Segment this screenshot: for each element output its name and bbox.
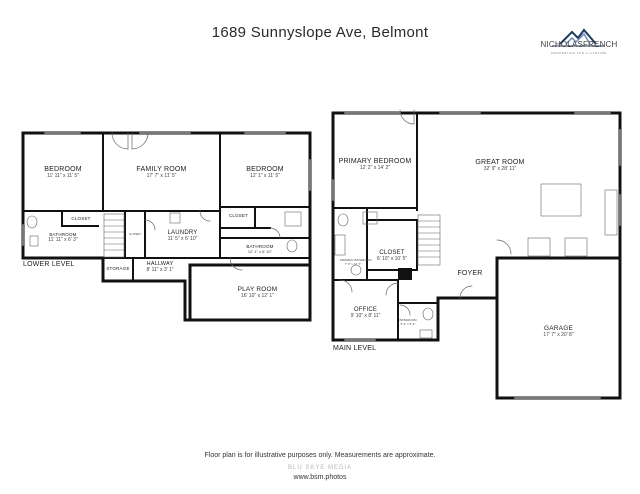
room-dims: 6' 10" x 10' 5" [376, 256, 408, 262]
website-url: www.bsm.photos [293, 474, 347, 481]
room-primary-bathroom: PRIMARY BATHROOM 7' 3" x 12' 7" [340, 258, 372, 266]
room-bedroom-right: BEDROOM 12' 1" x 11' 5" [220, 166, 310, 179]
room-name: GARAGE [543, 325, 573, 332]
lower-level-fixtures [26, 211, 302, 253]
closet-small-label: CLOSET [128, 232, 141, 236]
room-dims: 7' 3" x 12' 7" [344, 262, 362, 266]
logo-mountains-icon [552, 28, 604, 47]
room-dims: 11' 5" x 6' 10" [167, 236, 198, 242]
room-bathroom-main: BATHROOM 5' 3" x 5' 2" [399, 318, 417, 326]
lower-level-label: LOWER LEVEL [23, 261, 75, 268]
room-name: FAMILY ROOM [136, 166, 187, 173]
room-name: OFFICE [353, 307, 378, 313]
room-bathroom-right: BATHROOM 12' 1" x 6' 10" [230, 244, 290, 254]
main-level-stairs [417, 214, 441, 266]
closet-right-label: CLOSET [228, 213, 249, 218]
main-level-fixtures [334, 183, 618, 339]
foyer-label: FOYER [457, 270, 483, 277]
lower-level-doors [111, 132, 281, 271]
main-level-windows [332, 112, 621, 399]
room-dims: 12' 1" x 6' 10" [247, 249, 273, 254]
room-name: PLAY ROOM [237, 286, 278, 293]
room-dims: 32' 9" x 28' 11" [483, 166, 517, 172]
room-garage: GARAGE 17' 7" x 20' 8" [500, 325, 617, 338]
room-dims: 17' 7" x 20' 8" [543, 332, 574, 338]
room-dims: 11' 11" x 6' 3" [48, 237, 78, 243]
brand-logo: BLU SKYE MEDIA [287, 465, 352, 471]
room-name: BATHROOM [399, 318, 417, 322]
room-great-room: GREAT ROOM 32' 9" x 28' 11" [440, 159, 560, 172]
lower-level-interior [22, 132, 311, 282]
room-name: LAUNDRY [167, 230, 198, 236]
main-level-interior [332, 112, 498, 399]
lower-level-windows [22, 132, 311, 246]
main-level-label: MAIN LEVEL [333, 345, 377, 352]
room-dims: 8' 11" x 3' 1" [146, 267, 174, 273]
room-name: BEDROOM [44, 166, 82, 173]
room-laundry: LAUNDRY 11' 5" x 6' 10" [145, 230, 220, 242]
room-dims: 11' 11" x 11' 5" [47, 173, 79, 179]
closet-shaft [398, 268, 412, 280]
room-dims: 12' 2" x 14' 2" [359, 165, 391, 171]
lower-level-outline [101, 256, 312, 322]
storage-label: STORAGE [106, 266, 130, 271]
page-title: 1689 Sunnyslope Ave, Belmont [211, 24, 429, 41]
room-office: OFFICE 9' 10" x 8' 11" [333, 307, 398, 319]
room-bathroom-left: BATHROOM 11' 11" x 6' 3" [23, 232, 103, 243]
room-name: PRIMARY BEDROOM [338, 158, 412, 165]
logo-name: NICHOLASFRENCH [540, 40, 618, 49]
main-level-doors [339, 109, 512, 316]
closet-left-label: CLOSET [71, 216, 91, 221]
room-name: CLOSET [379, 250, 405, 256]
room-play-room: PLAY ROOM 16' 10" x 12' 1" [210, 286, 305, 299]
room-name: BEDROOM [246, 166, 284, 173]
room-dims: 16' 10" x 12' 1" [241, 293, 274, 299]
room-dims: 17' 7" x 11' 5" [146, 173, 177, 179]
room-family-room: FAMILY ROOM 17' 7" x 11' 5" [103, 166, 220, 179]
room-dims: 9' 10" x 8' 11" [350, 313, 381, 319]
room-primary-bedroom: PRIMARY BEDROOM 12' 2" x 14' 2" [333, 158, 417, 171]
room-name: PRIMARY BATHROOM [340, 258, 372, 262]
room-bedroom-left: BEDROOM 11' 11" x 11' 5" [23, 166, 103, 179]
room-name: HALLWAY [146, 261, 174, 267]
logo-subtitle: PROPERTIES FOR A LIFETIME [551, 51, 607, 55]
room-name: GREAT ROOM [475, 159, 525, 166]
lower-level-stairs [103, 213, 125, 258]
room-name: BATHROOM [246, 244, 274, 249]
room-closet: CLOSET 6' 10" x 10' 5" [367, 250, 417, 262]
room-hallway: HALLWAY 8' 11" x 3' 1" [135, 261, 185, 273]
room-dims: 5' 3" x 5' 2" [400, 322, 416, 326]
room-name: BATHROOM [49, 232, 77, 237]
disclaimer: Floor plan is for illustrative purposes … [204, 452, 436, 459]
room-dims: 12' 1" x 11' 5" [250, 173, 280, 179]
